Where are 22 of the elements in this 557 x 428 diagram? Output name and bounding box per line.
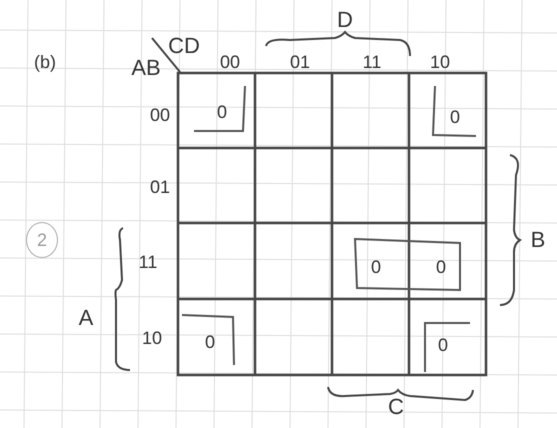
axis-label: D — [337, 9, 353, 31]
cell-value: 0 — [217, 103, 227, 121]
cell-value: 0 — [436, 258, 446, 276]
axis-label: B — [530, 229, 546, 251]
column-header: 10 — [430, 53, 450, 71]
cell-value: 0 — [205, 333, 215, 351]
panel-label: (b) — [34, 53, 56, 71]
cell-value: 0 — [450, 108, 460, 126]
row-header: 00 — [150, 106, 170, 124]
column-header: 11 — [362, 53, 382, 71]
row-header: 11 — [138, 253, 158, 271]
column-header: 01 — [290, 53, 310, 71]
axis-label: A — [78, 307, 94, 329]
cell-value: 0 — [371, 258, 381, 276]
axis-label: CD — [168, 35, 200, 57]
row-header: 10 — [142, 329, 162, 347]
axis-label: AB — [131, 57, 161, 79]
cell-value: 0 — [438, 336, 448, 354]
axis-label: C — [388, 396, 404, 418]
column-header: 00 — [220, 53, 240, 71]
circled-number: 2 — [26, 222, 58, 258]
row-header: 01 — [150, 178, 170, 196]
